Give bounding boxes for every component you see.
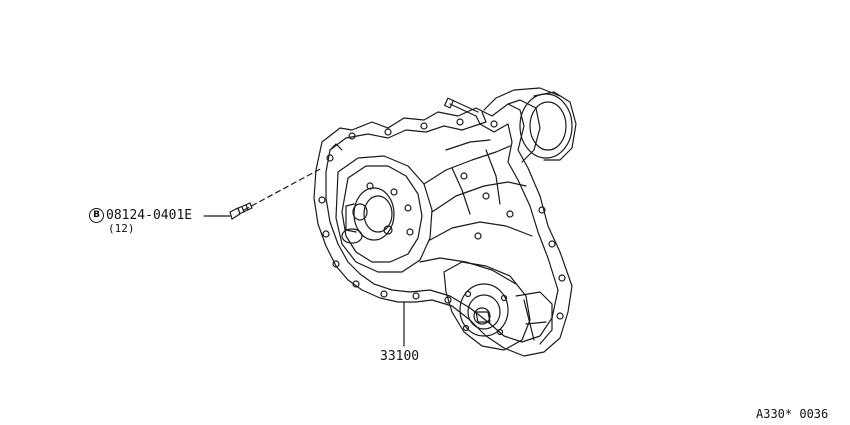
transfer-case-part-number: 33100 (380, 349, 420, 364)
case-corner-mark (329, 143, 343, 151)
bolt-install-dashed-line (243, 167, 323, 211)
bolt-prefix-symbol: B (89, 208, 104, 223)
bolt-part-number: 08124-0401E (106, 208, 193, 223)
bolt-icon (229, 202, 253, 220)
bolt-quantity: (12) (108, 222, 135, 235)
transfer-case-icon (313, 87, 577, 357)
diagram-code: A330* 0036 (756, 407, 829, 421)
